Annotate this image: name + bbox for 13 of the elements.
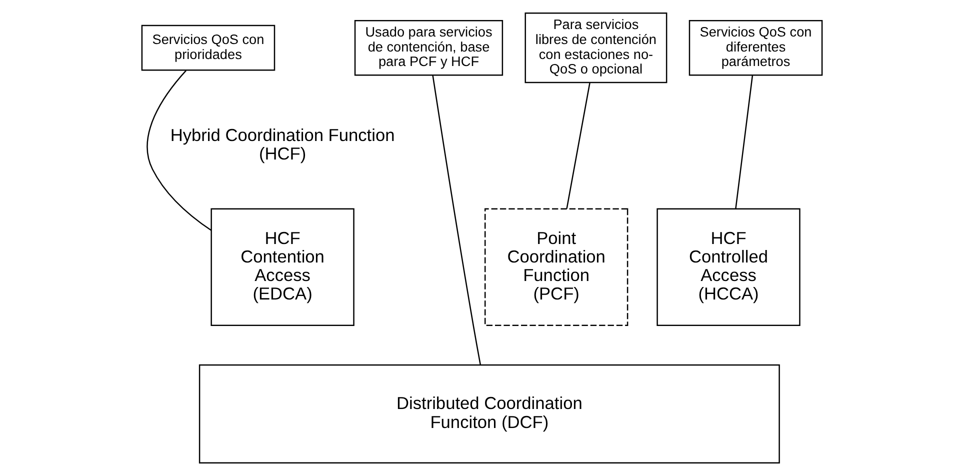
connector bbox=[566, 82, 590, 209]
node-box: Point Coordination Function (PCF) bbox=[484, 208, 628, 326]
label: Hybrid Coordination Function (HCF) bbox=[170, 125, 395, 164]
connector bbox=[735, 75, 754, 209]
node-box: Para servicios libres de contención con estaciones no-QoS o opcional bbox=[524, 12, 668, 84]
node-box: Usado para servicios de contención, base para PCF y HCF bbox=[354, 20, 504, 76]
node-box: HCF Contention Access (EDCA) bbox=[210, 208, 354, 326]
node-box: Servicios QoS con prioridades bbox=[141, 24, 276, 71]
node-box: Servicios QoS con diferentes parámetros bbox=[688, 20, 823, 76]
connector bbox=[146, 70, 212, 231]
node-box: HCF Controlled Access (HCCA) bbox=[656, 208, 800, 326]
connector bbox=[432, 75, 481, 365]
node-box: Distributed Coordination Funciton (DCF) bbox=[198, 364, 780, 464]
